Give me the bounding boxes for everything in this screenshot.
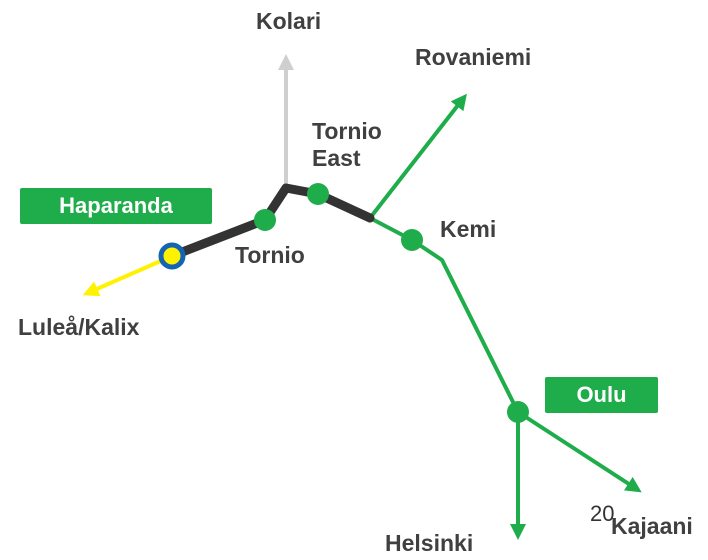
- station-tornio: [254, 209, 276, 231]
- rovaniemi-branch: [368, 93, 467, 220]
- station-kemi: [401, 229, 423, 251]
- label-tornio-east: Tornio East: [312, 118, 382, 172]
- label-kemi: Kemi: [440, 216, 497, 242]
- label-lulea-kalix: Luleå/Kalix: [18, 314, 140, 340]
- badge-haparanda: Haparanda: [20, 188, 212, 224]
- label-kajaani: Kajaani: [611, 513, 693, 539]
- lulea-kalix-branch: [82, 254, 173, 297]
- station-tornio-east: [307, 183, 329, 205]
- station-oulu: [507, 401, 529, 423]
- label-kolari: Kolari: [256, 8, 322, 34]
- haparanda-tornio-track: [167, 183, 375, 261]
- label-helsinki: Helsinki: [385, 530, 474, 556]
- label-tornio-east-line2: East: [312, 145, 361, 171]
- label-rovaniemi: Rovaniemi: [415, 44, 532, 70]
- kemi-oulu-line: [369, 216, 520, 413]
- kajaani-branch: [516, 410, 642, 493]
- badge-oulu: Oulu: [545, 377, 658, 413]
- station-haparanda-terminal: [158, 242, 186, 270]
- label-tornio: Tornio: [235, 242, 305, 268]
- label-tornio-east-line1: Tornio: [312, 118, 382, 144]
- page-number: 20: [590, 501, 615, 526]
